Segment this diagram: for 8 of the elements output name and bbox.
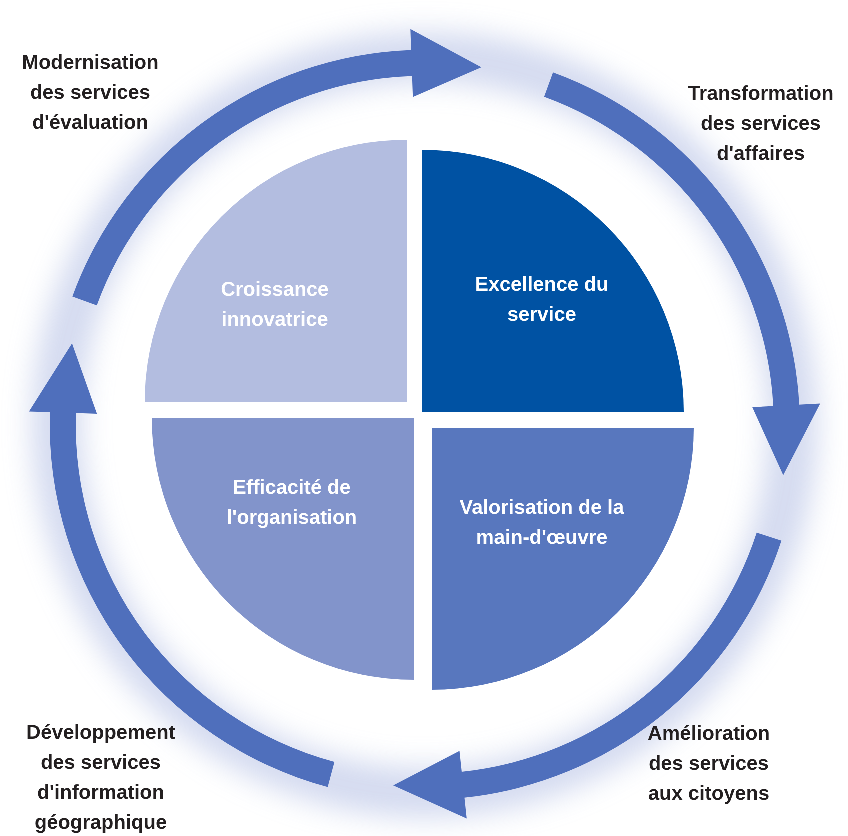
quadrant-label: Efficacité de l'organisation [226,476,358,531]
quadrant-label: Croissance innovatrice [220,278,330,333]
cycle-label: Amélioration des services aux citoyens [646,722,772,807]
cycle-label: Modernisation des services d'évaluation [21,51,160,136]
cycle-label: Transformation des services d'affaires [687,82,835,167]
quadrant-label: Excellence du service [474,273,610,328]
cycle-label: Développement des services d'information géographique [26,721,176,836]
quadrant-label: Valorisation de la main-d'œuvre [458,496,626,551]
